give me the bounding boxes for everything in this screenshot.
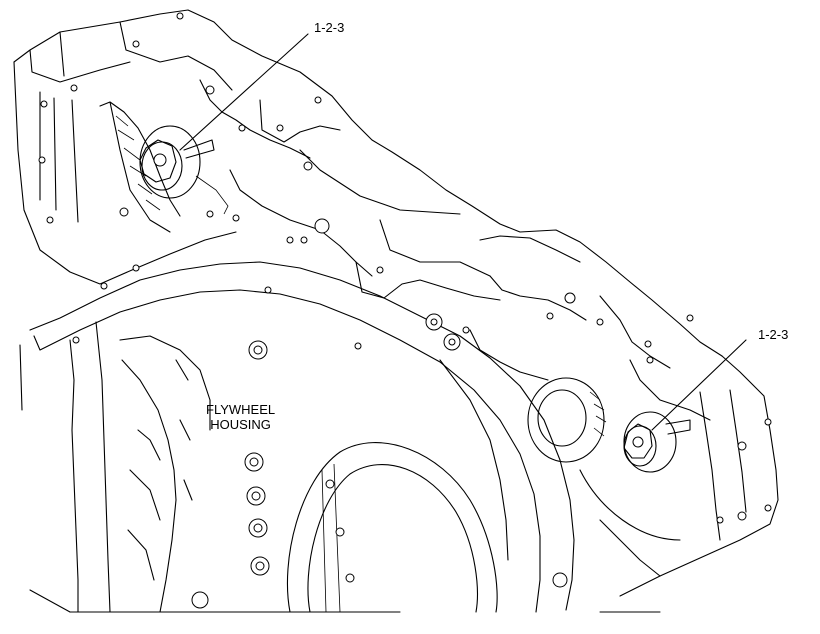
lower-gear-tool (527, 377, 691, 577)
housing-bolt-holes (38, 12, 772, 609)
flywheel-bore (286, 442, 498, 613)
callout-leader-top (179, 33, 309, 151)
callout-label-top: 1-2-3 (314, 20, 345, 35)
flywheel-housing (19, 261, 661, 613)
flywheel-housing-label-line-1: FLYWHEEL (206, 402, 276, 417)
callout-leaders (179, 33, 747, 431)
callout-leader-right (651, 339, 747, 431)
flywheel-housing-label: FLYWHEEL HOUSING (206, 402, 275, 432)
upper-housing-outline (13, 9, 779, 597)
flywheel-housing-label-line-2: HOUSING (210, 417, 271, 432)
upper-gear-tool (139, 125, 229, 215)
callout-label-right: 1-2-3 (758, 327, 789, 342)
